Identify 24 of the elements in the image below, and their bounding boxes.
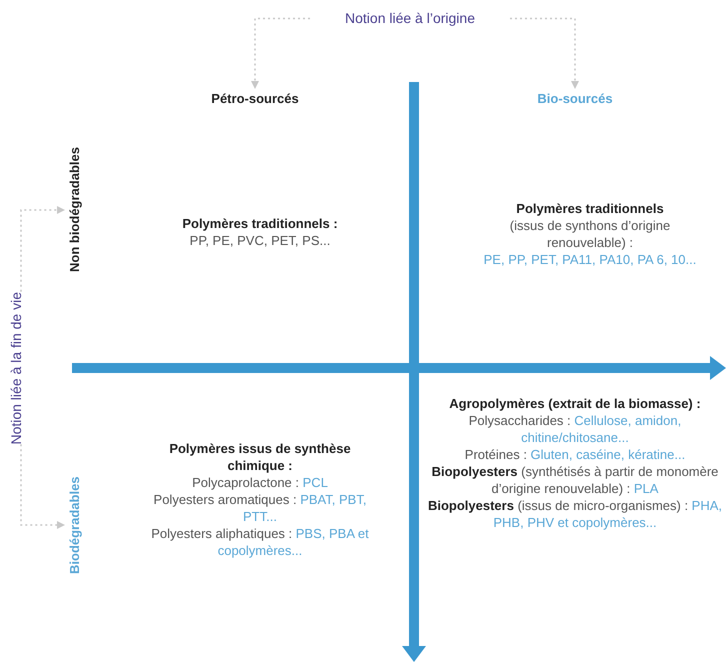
axis-title: Notion liée à l’origine	[310, 10, 510, 27]
body-text: Biopolyesters (synthétisés à partir de monomère d’origine renouvelable) : PLA	[430, 463, 720, 497]
column-heading: Bio-sourcés	[515, 90, 635, 107]
dotted-arrow	[20, 206, 65, 292]
axis-title: Notion liée à la fin de vie	[8, 292, 34, 444]
body-text: Protéines : Gluten, caséine, kératine...	[464, 446, 686, 463]
body-text: (issus de synthons d’origine renouvelable) :	[508, 217, 672, 251]
body-text: PP, PE, PVC, PET, PS...	[188, 232, 332, 249]
body-text: Polycaprolactone : PCL	[191, 474, 329, 491]
heading-text: Polymères traditionnels :	[181, 215, 339, 232]
body-text: Polyesters aliphatiques : PBS, PBA et copolymères...	[150, 525, 370, 559]
body-text: Polyesters aromatiques : PBAT, PBT, PTT...	[152, 491, 368, 525]
row-heading: Biodégradables	[66, 430, 92, 620]
column-heading: Pétro-sourcés	[195, 90, 315, 107]
heading-text: Agropolymères (extrait de la biomasse) :	[448, 395, 702, 412]
heading-text: Polymères issus de synthèse chimique :	[168, 440, 352, 474]
body-text: Polysaccharides : Cellulose, amidon, chitine/chitosane...	[468, 412, 682, 446]
dotted-arrow	[20, 444, 65, 529]
body-text: Biopolyesters (issus de micro-organismes) : PHA, PHB, PHV et copolymères...	[426, 497, 724, 531]
dotted-arrow	[510, 18, 579, 89]
body-text: PE, PP, PET, PA11, PA10, PA 6, 10...	[482, 251, 698, 268]
row-heading: Non biodégradables	[66, 110, 92, 310]
heading-text: Polymères traditionnels	[515, 200, 665, 217]
dotted-arrow	[251, 18, 310, 89]
